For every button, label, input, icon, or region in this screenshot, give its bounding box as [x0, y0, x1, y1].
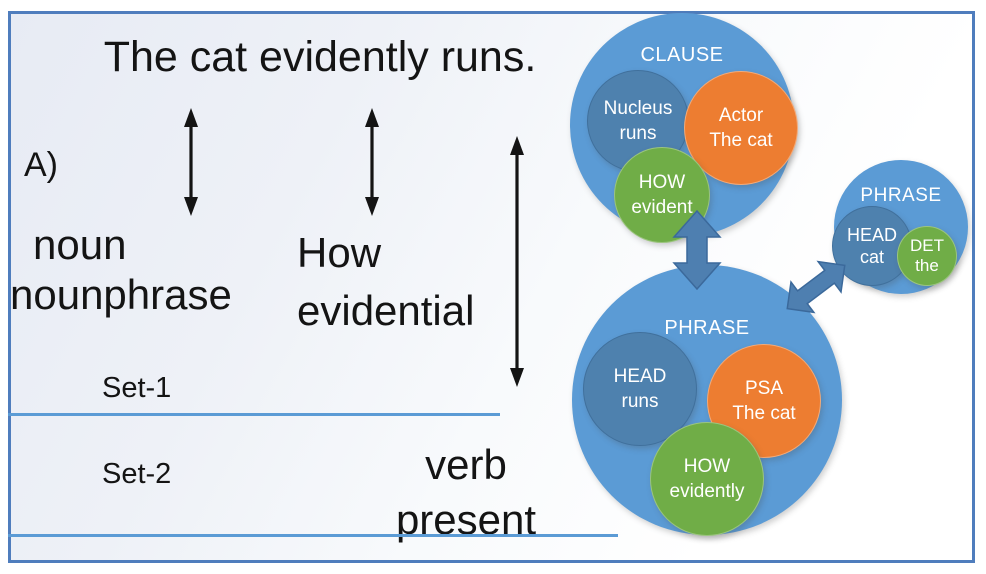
det-circle: DET the [897, 226, 957, 286]
head-runs-circle: HEAD runs [583, 332, 697, 446]
actor-role: Actor [718, 104, 764, 126]
noun-label-line2: nounphrase [10, 271, 232, 318]
main-phrase-label: PHRASE [664, 317, 750, 339]
how-evident-circle: HOW evident [614, 147, 710, 243]
how-label-line2: evidential [297, 287, 475, 334]
panel-label: A) [24, 146, 58, 184]
how-evident-word: evident [631, 197, 693, 218]
nucleus-role: Nucleus [603, 97, 673, 119]
actor-circle: Actor The cat [684, 71, 798, 185]
actor-word: The cat [709, 130, 773, 151]
nucleus-word: runs [619, 123, 657, 144]
head-cat-word: cat [859, 247, 884, 267]
how-evidently-role: HOW [683, 455, 731, 477]
head-runs-role: HEAD [613, 365, 667, 387]
verb-label: verb present [346, 437, 586, 548]
set2-divider-line [8, 534, 618, 537]
det-word: the [915, 256, 939, 275]
sentence-title: The cat evidently runs. [103, 33, 537, 81]
verb-label-line1: verb [425, 441, 507, 488]
set2-label: Set-2 [102, 458, 172, 490]
noun-label-line1: noun [33, 221, 127, 268]
set1-divider-line [8, 413, 500, 416]
how-evident-role: HOW [638, 171, 686, 193]
head-runs-word: runs [621, 391, 659, 412]
how-evidently-circle: HOW evidently [650, 422, 764, 536]
how-label-line1: How [297, 229, 382, 276]
psa-role: PSA [744, 377, 784, 399]
np-phrase-label: PHRASE [860, 185, 942, 206]
psa-word: The cat [732, 403, 796, 424]
det-role: DET [910, 235, 944, 255]
head-cat-role: HEAD [846, 224, 897, 245]
clause-label: CLAUSE [640, 44, 724, 66]
how-evidently-word: evidently [669, 481, 745, 502]
set1-label: Set-1 [102, 372, 172, 404]
